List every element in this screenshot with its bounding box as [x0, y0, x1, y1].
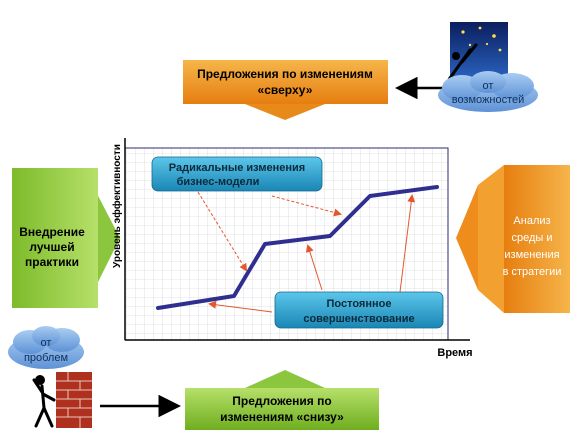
right-box-line4: в стратегии [503, 266, 562, 278]
callout-radical-changes: Радикальные изменения бизнес-модели [151, 156, 323, 192]
left-box-line1: Внедрение [19, 225, 85, 239]
cloud-opportunities: от возможностей [438, 71, 538, 112]
left-best-practice-box: Внедрение лучшей практики [12, 168, 120, 308]
arrow-radical-2 [271, 195, 342, 217]
bottom-box-line1: Предложения по [232, 394, 331, 408]
right-box-line3: изменения [504, 249, 559, 261]
thinking-figure-icon [32, 375, 56, 428]
arrow-continuous-3 [399, 194, 416, 293]
effectiveness-chart: Уровень эффективности Время Радикальные … [111, 138, 473, 359]
cloud-top-line2: возможностей [452, 94, 525, 106]
cloud-left-line1: от [41, 337, 52, 349]
top-box-line1: Предложения по изменениям [197, 67, 373, 81]
cloud-top-line1: от [483, 80, 494, 92]
x-axis-label: Время [437, 347, 472, 359]
arrow-continuous-1 [208, 300, 273, 313]
effectiveness-curve [156, 185, 439, 310]
right-box-line1: Анализ [513, 215, 550, 227]
y-axis-label: Уровень эффективности [111, 144, 123, 268]
arrow-continuous-2 [306, 244, 323, 291]
callout-continuous-line2: совершенствование [303, 313, 414, 325]
bottom-proposal-box: Предложения по изменениям «снизу» [185, 370, 379, 430]
right-strategy-box: Анализ среды и изменения в стратегии [456, 165, 570, 313]
callout-radical-line1: Радикальные изменения [169, 162, 305, 174]
top-box-line2: «сверху» [258, 83, 313, 97]
cloud-problems: от проблем [8, 326, 84, 369]
bottom-box-line2: изменениям «снизу» [220, 410, 344, 424]
arrow-radical-1 [197, 191, 248, 272]
cloud-left-line2: проблем [24, 352, 68, 364]
brick-wall-icon [56, 372, 92, 428]
callout-radical-line2: бизнес-модели [177, 176, 260, 188]
left-box-line2: лучшей [29, 240, 74, 254]
left-box-line3: практики [25, 255, 79, 269]
callout-continuous-line1: Постоянное [327, 298, 392, 310]
callout-continuous-improvement: Постоянное совершенствование [274, 291, 444, 329]
top-proposal-box: Предложения по изменениям «сверху» [183, 60, 388, 120]
right-box-line2: среды и [511, 232, 552, 244]
